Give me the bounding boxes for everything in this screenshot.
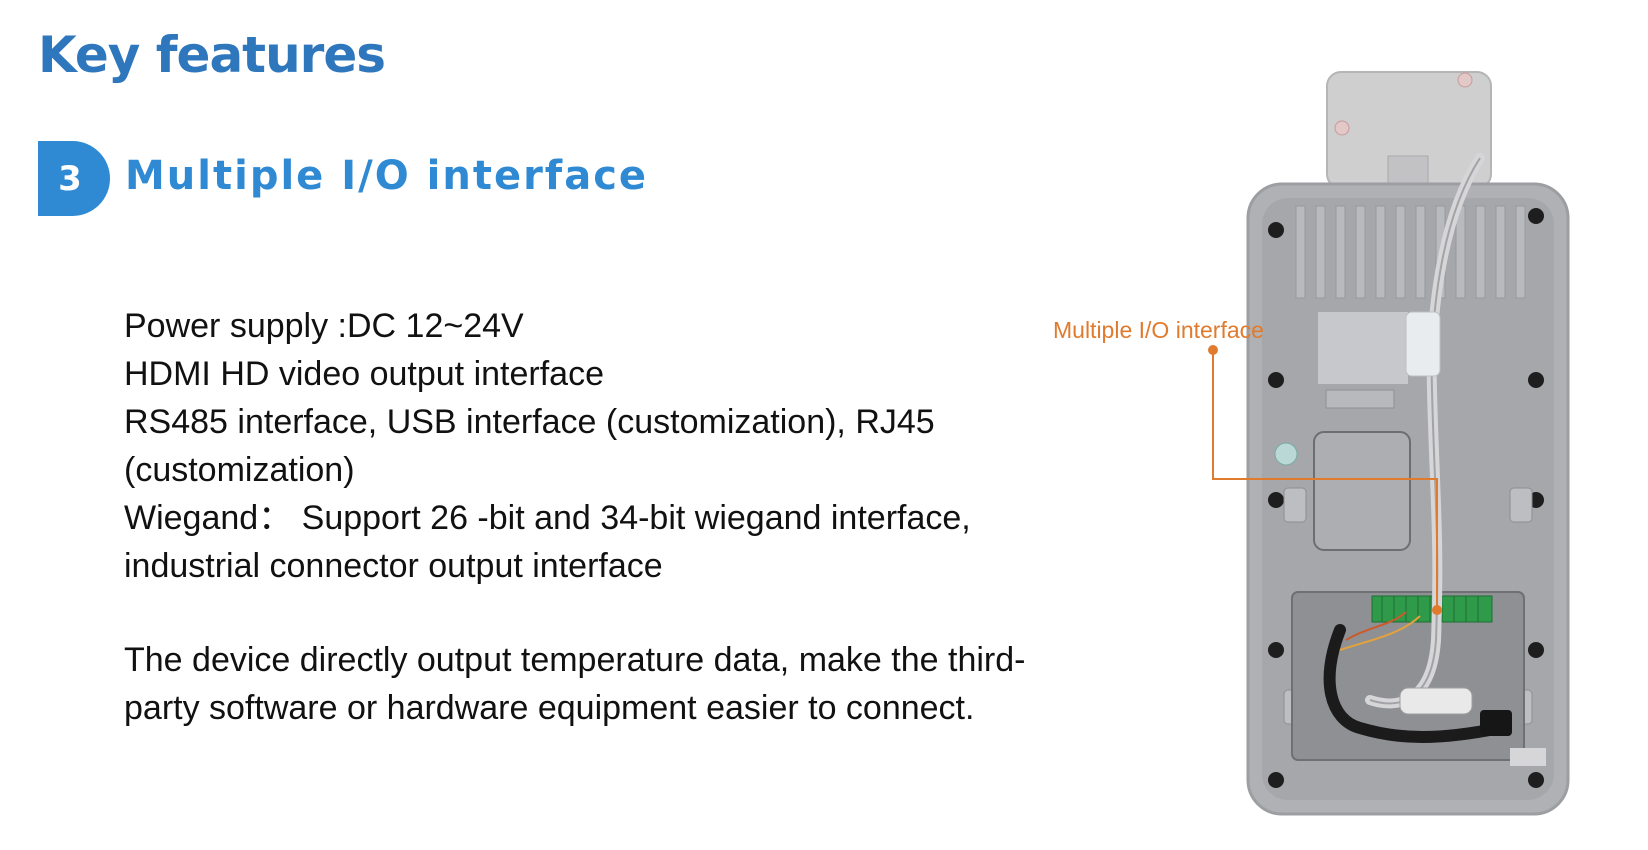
section-number-badge: 3 [38,141,110,216]
serial-label [1325,389,1395,409]
label-sticker [1318,312,1408,384]
vent-ribs [1295,205,1526,299]
callout-leader-line [1212,350,1438,608]
side-clip [1283,487,1307,523]
wire-red [1345,611,1407,641]
description-paragraph: The device directly output temperature d… [124,641,1026,727]
callout-end-dot [1432,605,1442,615]
terminal-pins [1381,596,1479,622]
screw-icon [1334,120,1350,136]
device-illustration: Multiple I/O interface [1040,60,1648,850]
qc-sticker-icon [1274,442,1298,466]
cover-plate [1313,431,1411,551]
screw-icon [1457,72,1473,88]
section-heading: Multiple I/O interface [125,153,649,199]
callout-start-dot [1208,345,1218,355]
rj45-plug [1399,687,1473,715]
cable-connector [1405,311,1441,377]
power-cable [1323,624,1506,743]
feature-hdmi: HDMI HD video output interface [124,355,604,393]
slide-title: Key features [38,26,386,84]
feature-wiegand: Wiegand： Support 26 -bit and 34-bit wieg… [124,499,971,585]
corner-sticker [1510,748,1546,766]
feature-rs485-usb-rj45: RS485 interface, USB interface (customiz… [124,403,935,489]
callout-label: Multiple I/O interface [1053,317,1264,343]
feature-list: Power supply :DC 12~24V HDMI HD video ou… [124,302,1064,590]
device-back-view [1208,71,1570,816]
side-clip [1509,487,1533,523]
wire-orange [1339,615,1421,651]
dc-plug [1480,710,1512,736]
feature-power-supply: Power supply :DC 12~24V [124,307,524,345]
